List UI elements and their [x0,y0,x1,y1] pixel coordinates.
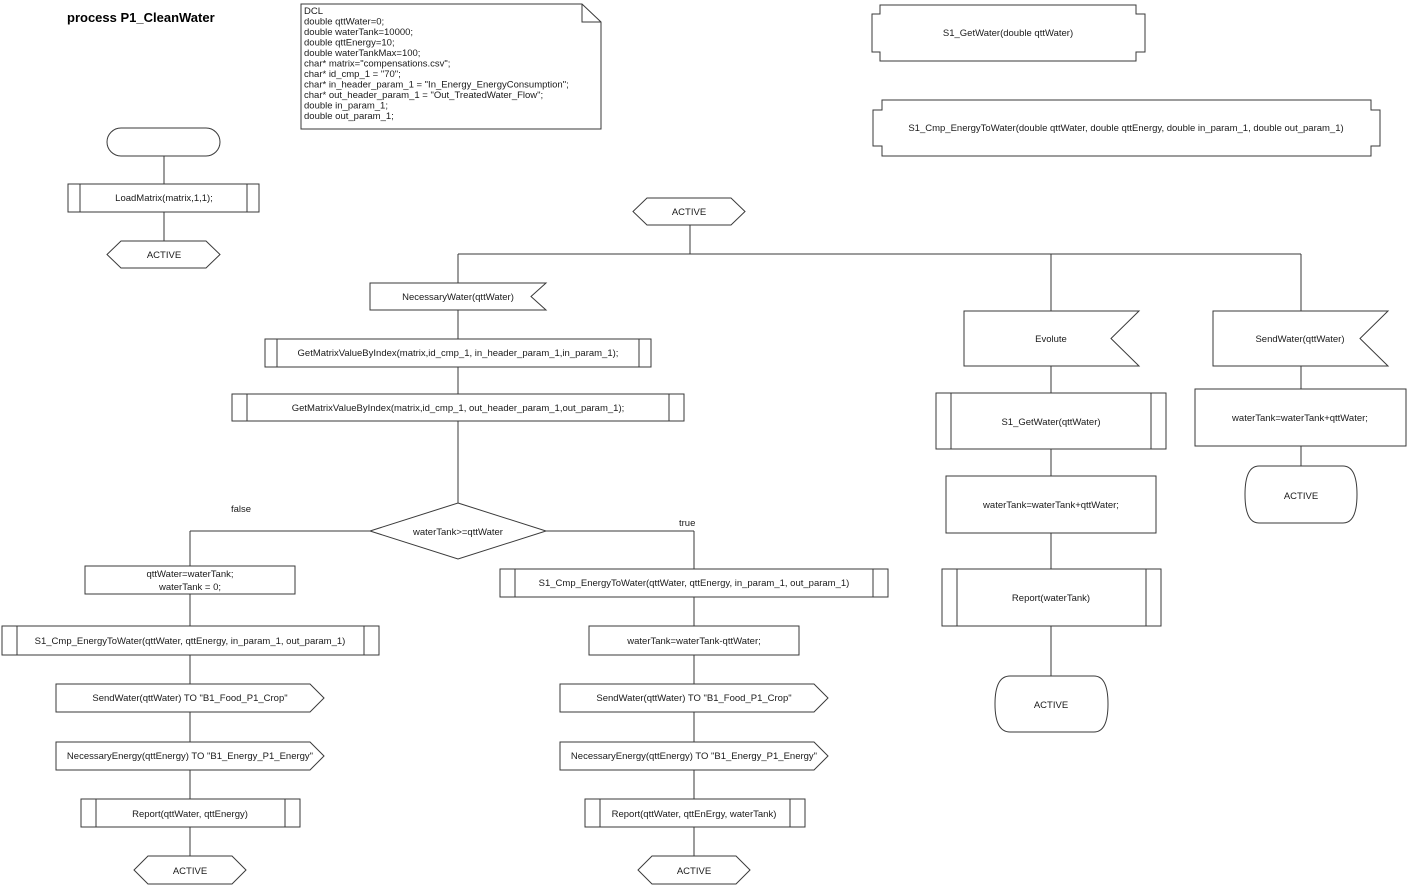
signal-label: SendWater(qttWater) TO "B1_Food_P1_Crop" [92,693,287,704]
procedure-call-report-true[interactable]: Report(qttWater, qttEnErgy, waterTank) [584,798,806,828]
state-active[interactable]: ACTIVE [106,240,221,269]
signal-label: SendWater(qttWater) [1255,334,1344,345]
state-label: ACTIVE [677,866,711,877]
state-active-evolute[interactable]: ACTIVE [994,675,1109,733]
procedure-def-cmp-energy[interactable]: S1_Cmp_EnergyToWater(double qttWater, do… [872,99,1381,157]
state-active-send[interactable]: ACTIVE [1244,465,1358,524]
dcl-line: DCL [304,6,323,17]
task-label: waterTank = 0; [158,582,221,593]
procedure-call-label: LoadMatrix(matrix,1,1); [115,193,213,204]
state-active-main[interactable]: ACTIVE [632,197,746,226]
declaration-note: DCL double qttWater=0; double waterTank=… [300,3,602,130]
state-active-true[interactable]: ACTIVE [637,855,751,885]
input-signal-necessary-water[interactable]: NecessaryWater(qttWater) [369,282,548,311]
input-signal-send-water[interactable]: SendWater(qttWater) [1212,310,1390,367]
task-label: waterTank=waterTank-qttWater; [626,636,761,647]
procedure-call-label: Report(qttWater, qttEnErgy, waterTank) [612,809,777,820]
signal-label: Evolute [1035,334,1067,345]
output-signal-send-energy-false[interactable]: NecessaryEnergy(qttEnergy) TO "B1_Energy… [55,741,325,771]
procedure-call-load-matrix[interactable]: LoadMatrix(matrix,1,1); [67,183,260,213]
signal-label: SendWater(qttWater) TO "B1_Food_P1_Crop" [596,693,791,704]
procedure-call-get-out-param[interactable]: GetMatrixValueByIndex(matrix,id_cmp_1, o… [231,393,685,422]
task-empty-tank[interactable]: qttWater=waterTank; waterTank = 0; [84,565,296,595]
dcl-line: double in_param_1; [304,101,388,112]
procedure-def-get-water[interactable]: S1_GetWater(double qttWater) [871,4,1146,62]
signal-label: NecessaryEnergy(qttEnergy) TO "B1_Energy… [67,751,313,762]
task-label: waterTank=waterTank+qttWater; [982,500,1119,511]
procedure-def-label: S1_Cmp_EnergyToWater(double qttWater, do… [908,123,1343,134]
decision-false-label: false [231,504,251,515]
state-active-false[interactable]: ACTIVE [133,855,247,885]
dcl-line: double waterTank=10000; [304,27,413,38]
procedure-call-label: GetMatrixValueByIndex(matrix,id_cmp_1, i… [298,348,619,359]
output-signal-send-energy-true[interactable]: NecessaryEnergy(qttEnergy) TO "B1_Energy… [559,741,829,771]
dcl-line: char* out_header_param_1 = "Out_TreatedW… [304,90,543,101]
task-drain-tank[interactable]: waterTank=waterTank-qttWater; [588,625,800,656]
task-label: qttWater=waterTank; [146,569,233,580]
decision-true-label: true [679,518,695,529]
connector-lines [163,156,1302,856]
task-fill-tank-send[interactable]: waterTank=waterTank+qttWater; [1194,388,1407,447]
decision-water-tank[interactable]: waterTank>=qttWater [368,502,548,560]
output-signal-send-water-true[interactable]: SendWater(qttWater) TO "B1_Food_P1_Crop" [559,683,829,713]
dcl-line: double out_param_1; [304,111,394,122]
dcl-line: char* in_header_param_1 = "In_Energy_Ene… [304,80,569,91]
state-label: ACTIVE [1284,491,1318,502]
procedure-call-label: GetMatrixValueByIndex(matrix,id_cmp_1, o… [292,403,625,414]
decision-label: waterTank>=qttWater [412,527,503,538]
procedure-call-get-in-param[interactable]: GetMatrixValueByIndex(matrix,id_cmp_1, i… [264,338,652,368]
task-label: waterTank=waterTank+qttWater; [1231,413,1368,424]
state-label: ACTIVE [1034,700,1068,711]
procedure-call-report-evolute[interactable]: Report(waterTank) [941,568,1162,627]
signal-label: NecessaryEnergy(qttEnergy) TO "B1_Energy… [571,751,817,762]
input-signal-evolute[interactable]: Evolute [963,310,1141,367]
procedure-call-report-false[interactable]: Report(qttWater, qttEnergy) [80,798,301,828]
procedure-def-label: S1_GetWater(double qttWater) [943,28,1073,39]
output-signal-send-water-false[interactable]: SendWater(qttWater) TO "B1_Food_P1_Crop" [55,683,325,713]
start-symbol[interactable] [106,127,221,157]
dcl-line: char* matrix="compensations.csv"; [304,59,450,70]
procedure-call-label: S1_Cmp_EnergyToWater(qttWater, qttEnergy… [35,636,346,647]
dcl-line: double qttWater=0; [304,17,384,28]
dcl-line: double waterTankMax=100; [304,48,420,59]
signal-label: NecessaryWater(qttWater) [402,292,514,303]
procedure-call-label: S1_Cmp_EnergyToWater(qttWater, qttEnergy… [539,578,850,589]
procedure-call-get-water[interactable]: S1_GetWater(qttWater) [935,392,1167,450]
dcl-line: char* id_cmp_1 = "70"; [304,69,401,80]
procedure-call-cmp-energy-true[interactable]: S1_Cmp_EnergyToWater(qttWater, qttEnergy… [499,568,889,598]
procedure-call-cmp-energy-false[interactable]: S1_Cmp_EnergyToWater(qttWater, qttEnergy… [1,625,380,656]
procedure-call-label: Report(qttWater, qttEnergy) [132,809,248,820]
state-label: ACTIVE [173,866,207,877]
procedure-call-label: S1_GetWater(qttWater) [1001,417,1100,428]
state-label: ACTIVE [147,250,181,261]
procedure-call-label: Report(waterTank) [1012,593,1090,604]
dcl-line: double qttEnergy=10; [304,38,395,49]
state-label: ACTIVE [672,207,706,218]
task-fill-tank-evolute[interactable]: waterTank=waterTank+qttWater; [945,475,1157,534]
process-title: process P1_CleanWater [67,10,215,25]
